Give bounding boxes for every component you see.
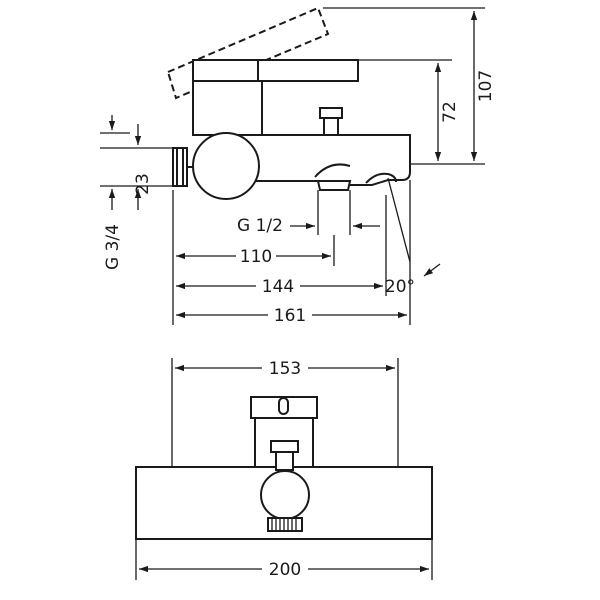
front-outlet: [267, 517, 303, 532]
dim-144: 144: [176, 195, 387, 297]
dim-label-144: 144: [262, 277, 294, 297]
dim-110: 110: [172, 190, 335, 325]
front-spout-circle: [260, 470, 310, 520]
front-lever: [250, 396, 318, 468]
dim-g34: G 3/4: [100, 115, 130, 270]
dim-label-23: 23: [133, 173, 153, 195]
dim-153: 153: [171, 358, 399, 467]
front-diverter-cap: [270, 440, 299, 453]
diverter-knob-stem: [323, 117, 339, 136]
front-view: [135, 396, 433, 540]
front-diverter-stem: [275, 451, 294, 471]
side-view: [166, 6, 411, 263]
temperature-knob: [192, 132, 260, 200]
dim-label-g12: G 1/2: [237, 216, 283, 236]
dim-label-200: 200: [269, 560, 301, 580]
dim-200: 200: [135, 539, 433, 580]
dim-107: 107: [323, 7, 496, 165]
dim-label-angle20: 20°: [385, 277, 415, 297]
front-lever-slot: [278, 397, 289, 415]
dim-label-107: 107: [476, 70, 496, 102]
spout-angle-line: [387, 177, 411, 263]
dim-angle-20: 20°: [385, 180, 441, 325]
dim-label-72: 72: [440, 101, 460, 123]
dim-label-153: 153: [269, 359, 301, 379]
diverter-knob-cap: [319, 107, 343, 119]
lever-raised-outline: [166, 6, 330, 100]
dim-161: 161: [176, 305, 407, 326]
dim-23: 23: [100, 124, 173, 210]
dim-label-161: 161: [274, 306, 306, 326]
dim-72: 72: [358, 59, 460, 161]
lever-handle: [192, 59, 359, 82]
wall-connector-inner: [176, 147, 184, 187]
dim-label-g34: G 3/4: [103, 224, 123, 270]
outlet-nut: [316, 180, 352, 191]
dim-g12: G 1/2: [237, 190, 380, 236]
wall-connector: [172, 147, 188, 187]
lever-neck: [192, 80, 263, 136]
dim-label-110: 110: [240, 247, 272, 267]
spout-outlet: [365, 172, 397, 184]
spout-curve: [314, 163, 351, 178]
